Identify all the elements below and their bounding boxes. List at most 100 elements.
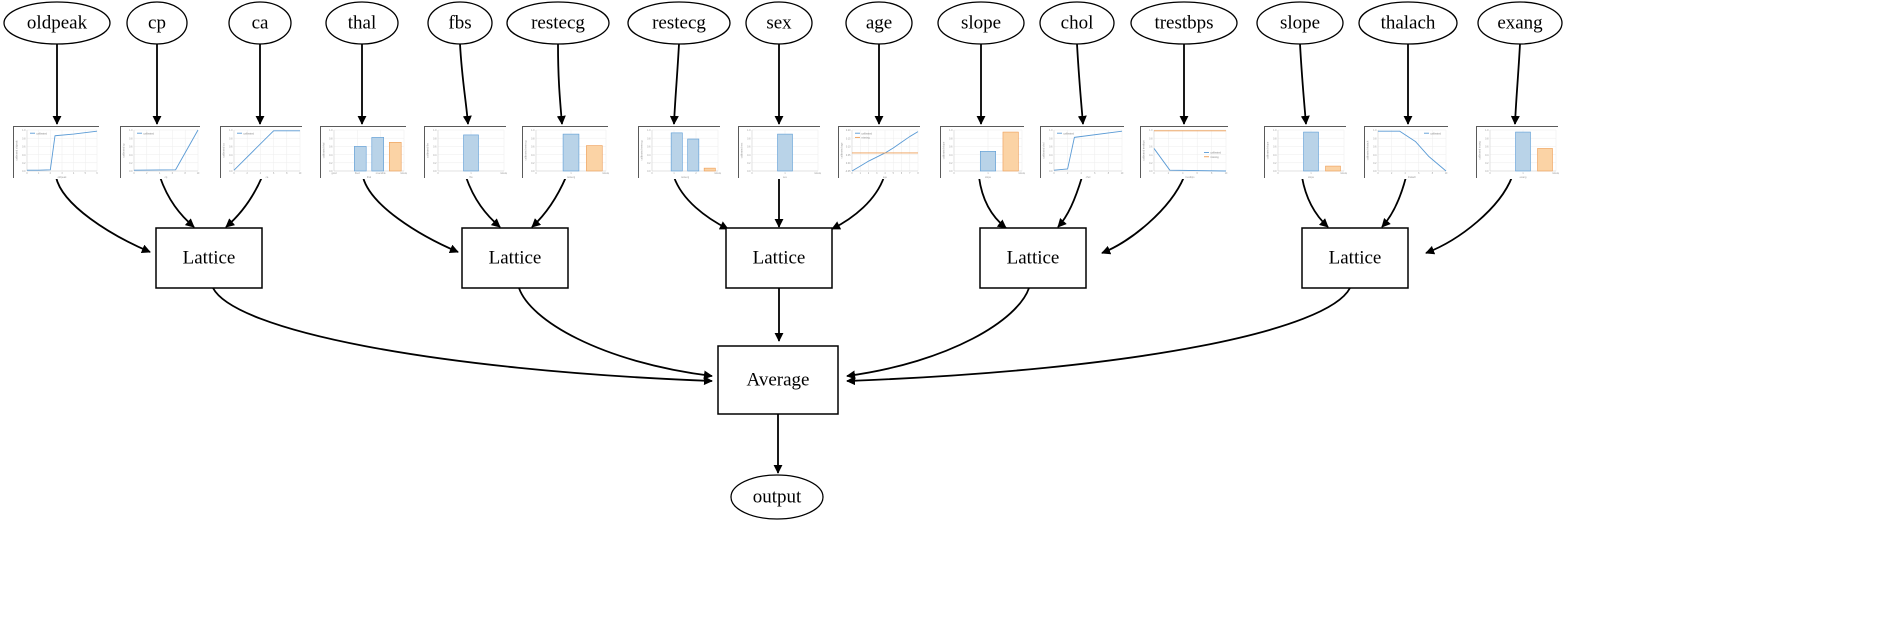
feature-node-8[interactable]: age — [845, 1, 913, 45]
svg-text:0.4: 0.4 — [1049, 154, 1053, 157]
svg-text:6: 6 — [1418, 173, 1420, 175]
svg-text:calibrated oldpeak: calibrated oldpeak — [16, 140, 19, 161]
edge-chart-lattice — [55, 176, 151, 253]
feature-node-5[interactable]: restecg — [506, 1, 610, 45]
feature-label: oldpeak — [27, 12, 88, 33]
svg-text:exang: exang — [1520, 176, 1527, 179]
svg-text:6: 6 — [1197, 173, 1199, 175]
svg-text:10: 10 — [197, 173, 200, 175]
svg-text:0.20: 0.20 — [846, 129, 851, 132]
lattice-node-4[interactable]: Lattice — [1301, 227, 1409, 289]
svg-text:calibrated thal: calibrated thal — [323, 142, 326, 158]
output-label: output — [753, 486, 802, 507]
svg-text:0.4: 0.4 — [1149, 154, 1153, 157]
feature-label: fbs — [448, 12, 471, 33]
svg-text:8: 8 — [1108, 173, 1110, 175]
output-node[interactable]: output — [730, 474, 824, 520]
svg-text:3: 3 — [876, 173, 878, 175]
svg-text:4: 4 — [884, 173, 886, 175]
svg-text:1: 1 — [784, 173, 786, 175]
svg-text:6: 6 — [901, 173, 903, 175]
svg-text:2: 2 — [1067, 173, 1069, 175]
feature-node-10[interactable]: chol — [1039, 1, 1115, 45]
svg-text:5: 5 — [893, 173, 895, 175]
svg-text:0.2: 0.2 — [433, 162, 437, 165]
svg-text:4: 4 — [159, 173, 161, 175]
lattice-node-2[interactable]: Lattice — [725, 227, 833, 289]
calibrator-chart-sex[interactable]: 0.00.20.40.60.81.001missingsexcalibrated… — [738, 126, 821, 179]
edge-feature-chart — [1299, 43, 1310, 125]
svg-text:restecg: restecg — [681, 176, 690, 179]
svg-text:0.0: 0.0 — [433, 170, 437, 173]
svg-text:missing: missing — [814, 173, 821, 175]
svg-text:missing: missing — [1210, 156, 1219, 159]
svg-text:8: 8 — [185, 173, 187, 175]
calibrator-chart-slope[interactable]: 0.00.20.40.60.81.001missingslopecalibrat… — [1264, 126, 1347, 179]
svg-text:calibrated: calibrated — [1430, 132, 1441, 135]
svg-text:0.00: 0.00 — [846, 162, 851, 165]
lattice-node-1[interactable]: Lattice — [461, 227, 569, 289]
calibrator-chart-slope[interactable]: 0.00.20.40.60.81.001missingslopecalibrat… — [940, 126, 1025, 179]
svg-text:6: 6 — [273, 173, 275, 175]
svg-text:10: 10 — [1225, 173, 1228, 175]
feature-label: thal — [348, 12, 377, 33]
lattice-node-0[interactable]: Lattice — [155, 227, 263, 289]
feature-node-12[interactable]: slope — [1256, 1, 1344, 45]
feature-node-14[interactable]: exang — [1477, 1, 1563, 45]
edge-lattice-average — [212, 287, 713, 386]
svg-text:-0.05: -0.05 — [845, 170, 851, 173]
feature-label: slope — [1280, 12, 1320, 33]
calibrator-chart-fbs[interactable]: 0.00.20.40.60.81.001missingfbscalibrated… — [424, 126, 507, 179]
feature-node-2[interactable]: ca — [228, 1, 292, 45]
svg-text:4: 4 — [260, 173, 262, 175]
svg-text:1: 1 — [673, 173, 675, 175]
feature-node-6[interactable]: restecg — [627, 1, 731, 45]
svg-text:cp: cp — [165, 176, 168, 179]
edge-chart-lattice — [978, 176, 1007, 229]
feature-node-1[interactable]: cp — [126, 1, 188, 45]
feature-node-9[interactable]: slope — [937, 1, 1025, 45]
feature-node-3[interactable]: thal — [325, 1, 399, 45]
svg-text:0: 0 — [651, 173, 653, 175]
calibrator-chart-exang[interactable]: 0.00.20.40.60.81.001missingexangcalibrat… — [1476, 126, 1559, 179]
svg-text:8: 8 — [917, 173, 919, 175]
svg-text:0.2: 0.2 — [1149, 162, 1153, 165]
svg-text:0: 0 — [751, 173, 753, 175]
svg-text:0.8: 0.8 — [1049, 137, 1053, 140]
feature-node-4[interactable]: fbs — [427, 1, 493, 45]
average-node[interactable]: Average — [717, 345, 839, 415]
feature-node-13[interactable]: thalach — [1358, 1, 1458, 45]
svg-text:0.6: 0.6 — [647, 146, 651, 149]
svg-text:1.0: 1.0 — [129, 129, 133, 132]
edge-lattice-average — [846, 287, 1030, 380]
svg-text:0.0: 0.0 — [329, 170, 333, 173]
svg-text:calibrated thalach: calibrated thalach — [1367, 140, 1370, 160]
svg-text:thalach: thalach — [1408, 176, 1417, 179]
feature-node-11[interactable]: trestbps — [1130, 1, 1238, 45]
svg-text:4: 4 — [1081, 173, 1083, 175]
svg-text:1.0: 1.0 — [433, 129, 437, 132]
svg-text:0.8: 0.8 — [1273, 137, 1277, 140]
feature-node-0[interactable]: oldpeak — [3, 1, 111, 45]
svg-text:1: 1 — [1310, 173, 1312, 175]
svg-text:1: 1 — [1522, 173, 1524, 175]
svg-text:0.4: 0.4 — [531, 154, 535, 157]
svg-text:4: 4 — [1182, 173, 1184, 175]
svg-text:0.0: 0.0 — [747, 170, 751, 173]
svg-text:3: 3 — [61, 173, 63, 175]
svg-text:ca: ca — [266, 176, 269, 179]
lattice-node-3[interactable]: Lattice — [979, 227, 1087, 289]
svg-text:calibrated trestbps: calibrated trestbps — [1143, 140, 1146, 161]
feature-node-7[interactable]: sex — [745, 1, 813, 45]
calibrator-chart-restecg[interactable]: 0.00.20.40.60.81.0012missingrestecgcalib… — [638, 126, 721, 179]
calibrator-chart-restecg[interactable]: 0.00.20.40.60.81.001missingrestecgcalibr… — [522, 126, 609, 179]
